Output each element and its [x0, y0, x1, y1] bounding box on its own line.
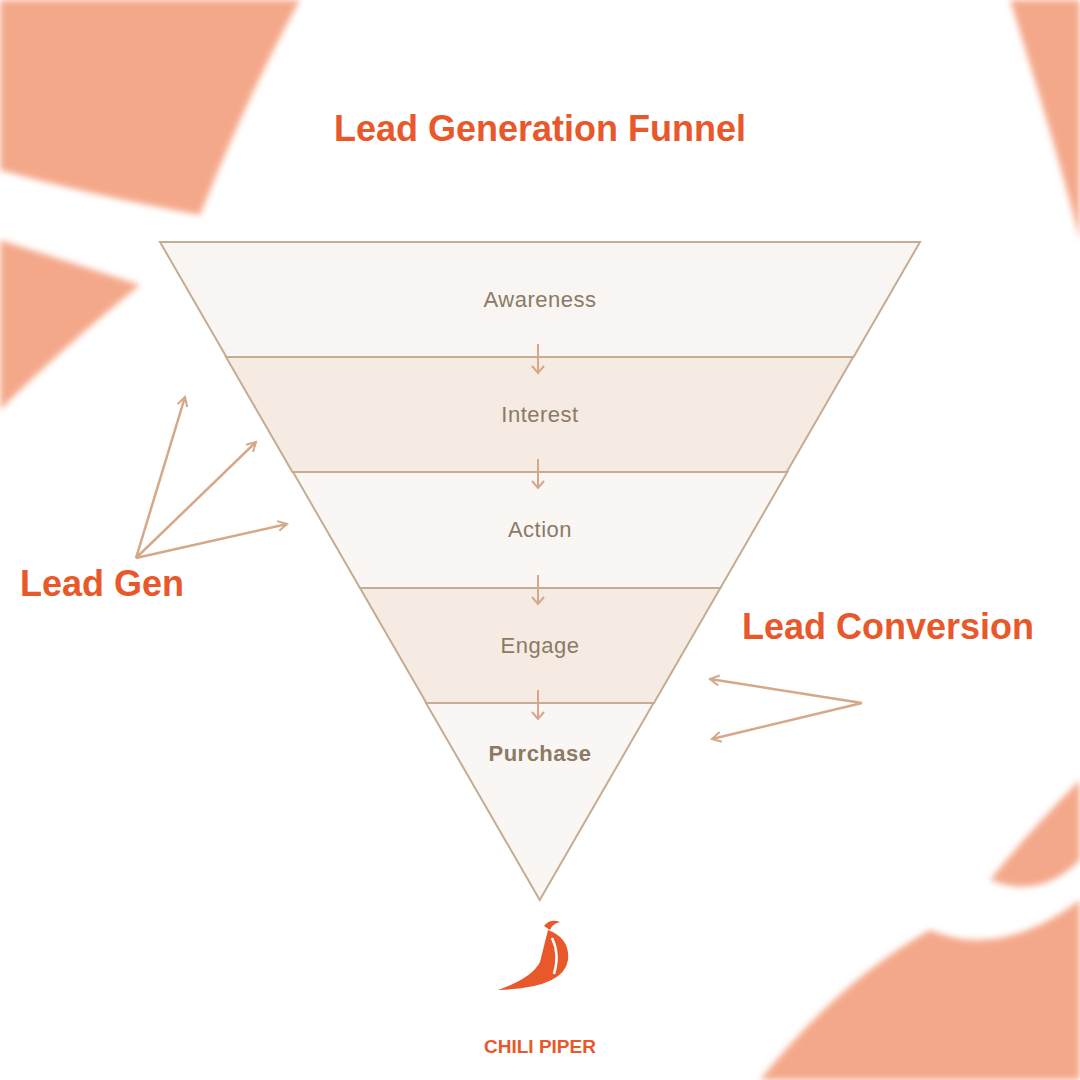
flow-arrow	[532, 690, 544, 719]
brand-name: CHILI PIPER	[484, 1036, 596, 1058]
funnel-band: Awareness	[160, 242, 920, 357]
flow-arrow	[532, 344, 544, 373]
leader-arrow	[136, 442, 256, 558]
funnel-band: Engage	[360, 588, 720, 703]
leader-arrow	[136, 524, 287, 558]
corner-shape	[0, 0, 300, 215]
band-label: Engage	[360, 633, 720, 659]
band-outline	[426, 703, 654, 900]
flow-arrow	[532, 459, 544, 488]
flow-arrow	[532, 575, 544, 604]
corner-shape	[990, 780, 1080, 887]
corner-shape	[760, 900, 1080, 1080]
funnel-band: Purchase	[426, 703, 654, 900]
band-label: Action	[293, 517, 787, 543]
stage-label: Lead Gen	[20, 563, 184, 605]
stage-label: Lead Conversion	[742, 606, 1034, 648]
band-label: Awareness	[160, 287, 920, 313]
diagram-title: Lead Generation Funnel	[334, 108, 746, 150]
chili-logo	[498, 921, 568, 990]
corner-shape	[0, 240, 140, 410]
band-label: Interest	[226, 402, 853, 428]
band-label: Purchase	[426, 741, 654, 767]
funnel-band: Action	[293, 472, 787, 588]
leader-arrow	[712, 703, 862, 739]
corner-shape	[1010, 0, 1080, 240]
leader-arrow	[710, 679, 862, 703]
funnel-band: Interest	[226, 357, 853, 472]
